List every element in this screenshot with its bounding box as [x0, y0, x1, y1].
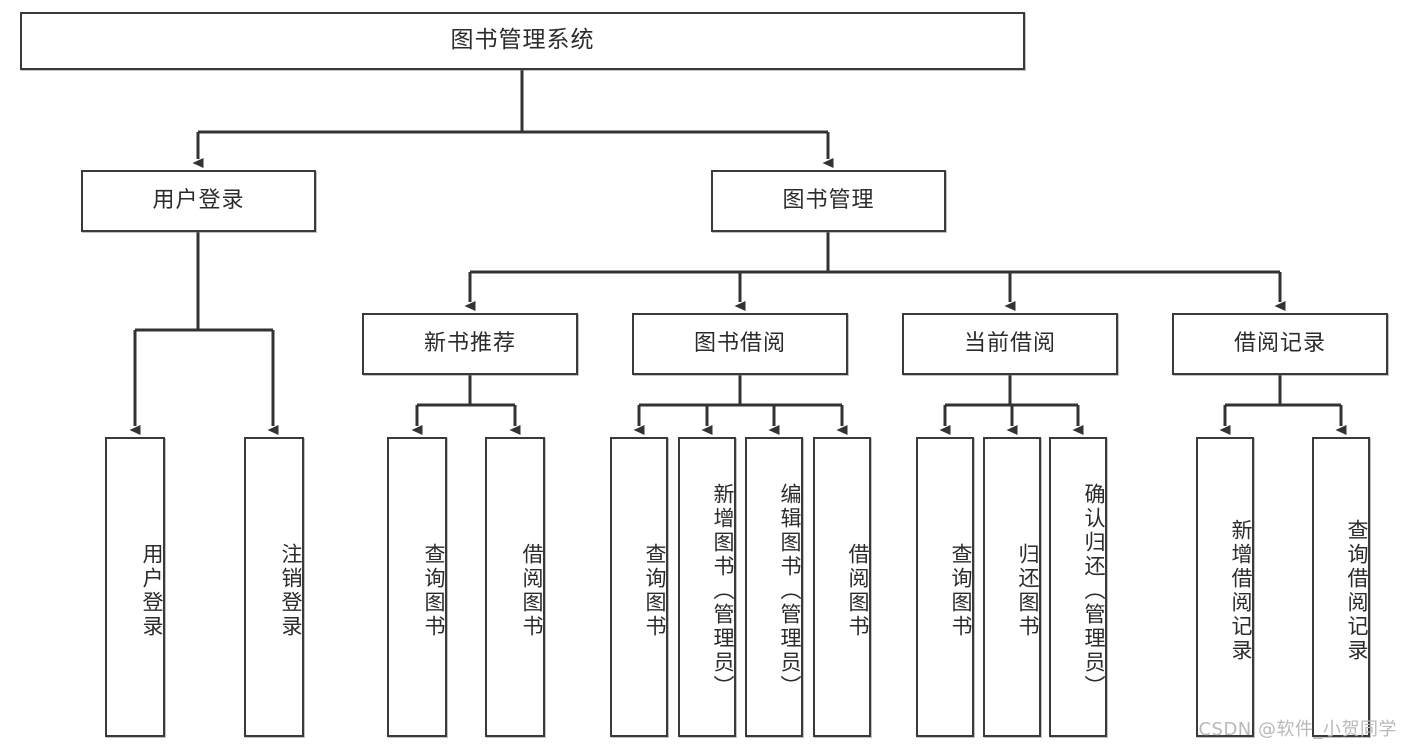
leaf-query-book-current[interactable]: 查询图书: [916, 437, 974, 737]
edge-group-root: [192, 70, 834, 168]
node-book-borrow-label: 图书借阅: [693, 330, 786, 356]
edge-group-book-management: [464, 232, 1286, 311]
node-new-book-recommend[interactable]: 新书推荐: [362, 313, 578, 375]
leaf-label: 新增借阅记录: [1229, 519, 1253, 663]
node-root-label: 图书管理系统: [450, 27, 595, 54]
node-root[interactable]: 图书管理系统: [20, 12, 1025, 70]
leaf-label: 借阅图书: [846, 543, 870, 639]
leaf-borrow-book-newbook[interactable]: 借阅图书: [485, 437, 545, 737]
leaf-label: 查询图书: [422, 543, 446, 639]
leaf-query-book-newbook[interactable]: 查询图书: [387, 437, 447, 737]
edge-group-user-login: [129, 232, 279, 435]
leaf-logout[interactable]: 注销登录: [244, 437, 304, 737]
leaf-user-login[interactable]: 用户登录: [105, 437, 165, 737]
leaf-label: 查询借阅记录: [1345, 519, 1369, 663]
node-borrow-record-label: 借阅记录: [1233, 330, 1326, 356]
leaf-label: 查询图书: [643, 543, 667, 639]
node-new-book-recommend-label: 新书推荐: [423, 330, 516, 356]
edge-group-book-borrow: [633, 375, 848, 435]
leaf-label: 用户登录: [140, 543, 164, 639]
leaf-label: 归还图书: [1016, 543, 1040, 639]
node-current-borrow[interactable]: 当前借阅: [902, 313, 1118, 375]
leaf-query-book-borrow[interactable]: 查询图书: [610, 437, 668, 737]
leaf-edit-book-admin[interactable]: 编辑图书（管理员）: [745, 437, 803, 737]
leaf-label: 编辑图书（管理员）: [778, 483, 802, 699]
leaf-borrow-book[interactable]: 借阅图书: [813, 437, 871, 737]
leaf-label: 确认归还（管理员）: [1082, 483, 1106, 699]
leaf-add-borrow-record[interactable]: 新增借阅记录: [1196, 437, 1254, 737]
leaf-label: 借阅图书: [520, 543, 544, 639]
node-book-management-label: 图书管理: [782, 187, 875, 213]
edge-group-borrow-record: [1219, 375, 1347, 435]
leaf-add-book-admin[interactable]: 新增图书（管理员）: [678, 437, 736, 737]
node-current-borrow-label: 当前借阅: [963, 330, 1056, 356]
leaf-label: 注销登录: [279, 543, 303, 639]
leaf-query-borrow-record[interactable]: 查询借阅记录: [1312, 437, 1370, 737]
leaf-label: 新增图书（管理员）: [711, 483, 735, 699]
node-user-login-label: 用户登录: [152, 187, 245, 213]
node-book-borrow[interactable]: 图书借阅: [632, 313, 848, 375]
watermark: CSDN @软件_小贺同学: [1198, 719, 1397, 740]
node-book-management[interactable]: 图书管理: [711, 170, 946, 232]
edge-group-new-book: [411, 375, 521, 435]
leaf-label: 查询图书: [949, 543, 973, 639]
edge-group-current-borrow: [939, 375, 1084, 435]
node-borrow-record[interactable]: 借阅记录: [1172, 313, 1388, 375]
leaf-return-book[interactable]: 归还图书: [983, 437, 1041, 737]
node-user-login[interactable]: 用户登录: [81, 170, 316, 232]
leaf-confirm-return-admin[interactable]: 确认归还（管理员）: [1049, 437, 1107, 737]
